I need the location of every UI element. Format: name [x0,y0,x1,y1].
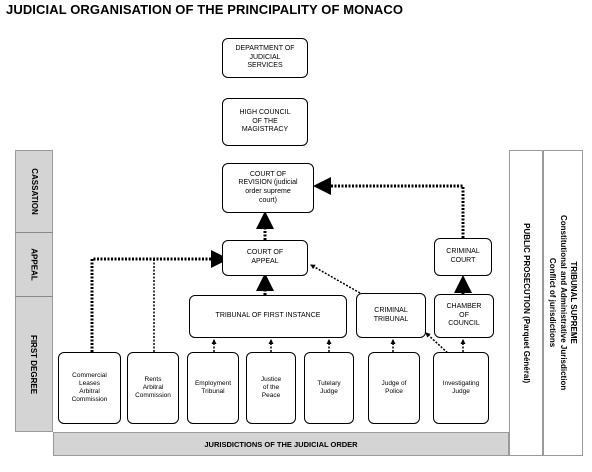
degree-divider [15,296,53,297]
public-prosecution-panel: PUBLIC PROSECUTION (Parquet Général) [509,150,543,456]
arrow-criminalcourt-to-revision [313,177,465,238]
bottom-jurisdiction-band: JURISDICTIONS OF THE JUDICIAL ORDER [53,432,509,456]
page-title: JUDICIAL ORGANISATION OF THE PRINCIPALIT… [6,2,404,17]
degree-divider [15,232,53,233]
tribunal-supreme-panel: TRIBUNAL SUPREME Constitutional and Admi… [543,150,583,456]
node-tribunal-first-instance: TRIBUNAL OF FIRST INSTANCE [189,295,347,338]
arrow-commercial-to-appeal [90,250,229,352]
degree-band [15,150,53,432]
arrow-criminaltrib-to-appeal [310,264,361,294]
arrow-investigating-to-criminaltrib [425,332,451,356]
